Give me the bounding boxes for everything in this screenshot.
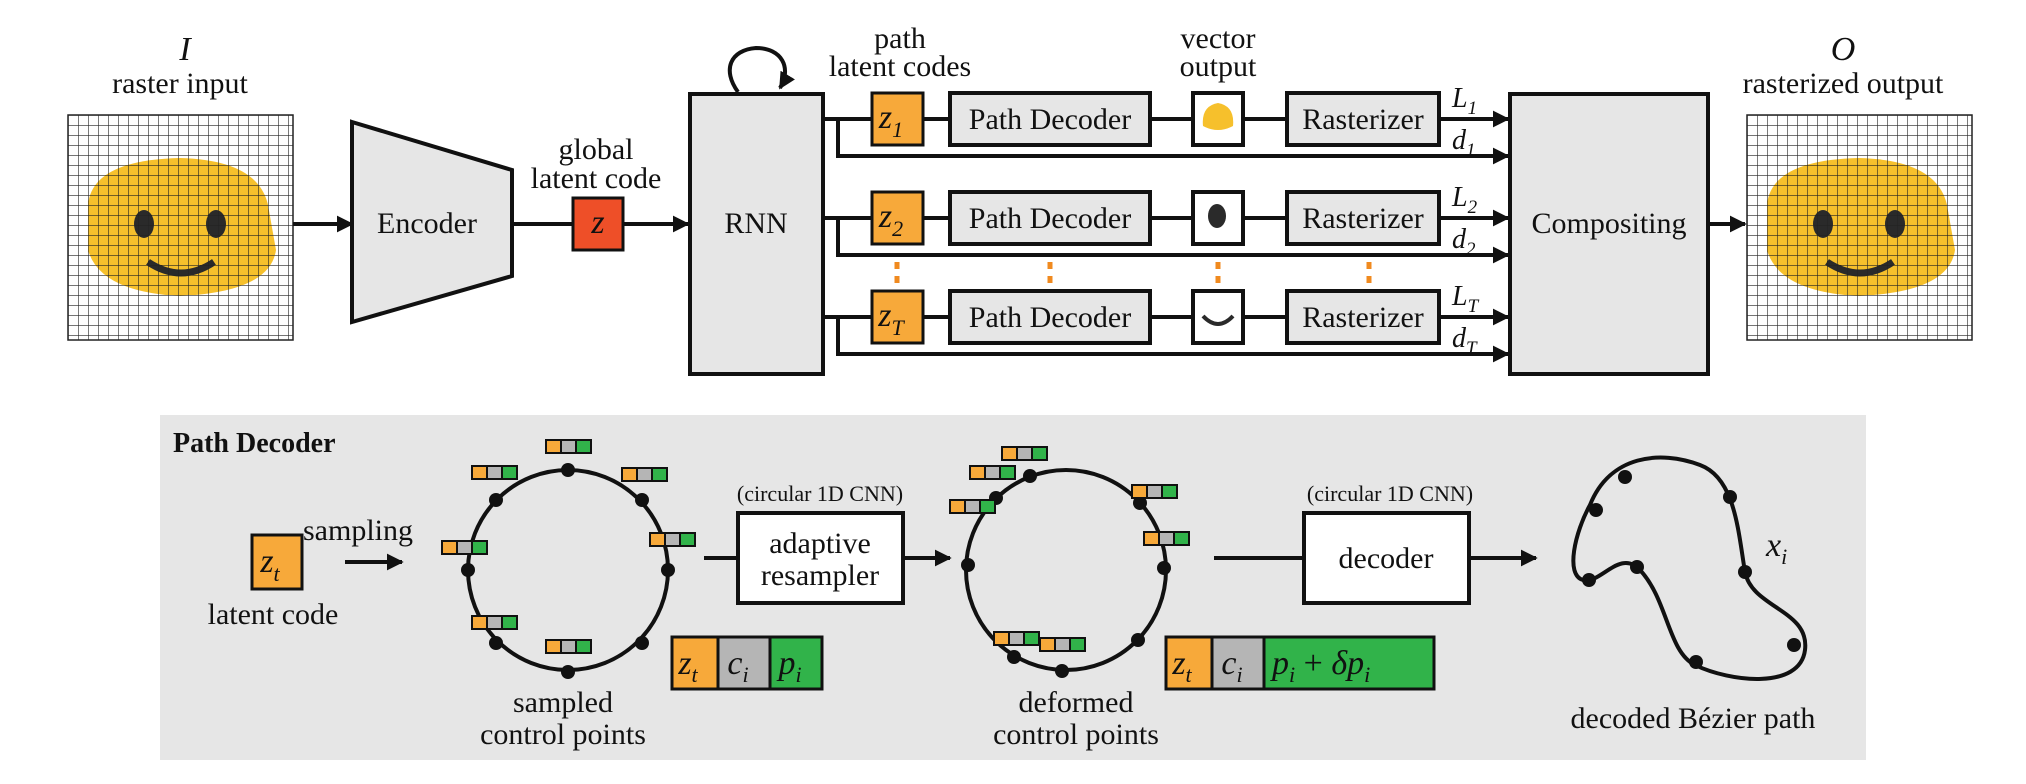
dT-label: dT <box>1452 323 1478 359</box>
rasterizer-label-T: Rasterizer <box>1302 301 1424 334</box>
token1-p: pi <box>776 645 801 687</box>
token2-c: ci <box>1221 645 1242 687</box>
vector-output-line2: output <box>1180 50 1257 83</box>
raster-input: I raster input <box>67 31 294 341</box>
zT-symbol: zT <box>877 297 905 340</box>
path-decoder-label-2: Path Decoder <box>969 202 1131 235</box>
arrow-dT <box>836 317 1510 363</box>
rasterizer-box-1 <box>1285 91 1441 147</box>
latent-code-box <box>250 533 304 591</box>
deformed-line1: deformed <box>1019 686 1134 719</box>
global-latent-line2: latent code <box>531 162 662 195</box>
sampled-line1: sampled <box>513 686 613 719</box>
output-emoji-grid <box>1746 114 1973 341</box>
adaptive-resampler-box <box>736 511 905 605</box>
blob-icon <box>1202 103 1234 130</box>
path-row-2: z2 Path Decoder Rasterizer L2 d2 <box>823 182 1510 264</box>
global-latent-code: global latent code z <box>531 133 662 252</box>
path-label: decoded Bézier path <box>1571 702 1816 735</box>
global-latent-line1: global <box>559 133 634 166</box>
input-emoji-grid <box>67 114 294 341</box>
token-stacks <box>441 439 696 654</box>
vector-shape-box-T <box>1191 289 1245 345</box>
rnn-block: RNN <box>688 45 825 376</box>
deformed-control-points <box>949 446 1190 678</box>
resampler-line2: resampler <box>761 559 879 592</box>
rasterizer-label-2: Rasterizer <box>1302 202 1424 235</box>
path-decoder-panel: Path Decoder zt latent code sampling <box>160 415 1866 760</box>
resampler-line1: adaptive <box>769 527 871 560</box>
compositing-label: Compositing <box>1531 207 1686 240</box>
arrow-d1 <box>836 119 1510 165</box>
token2-z: zt <box>1171 645 1192 687</box>
sampled-line2: control points <box>480 718 646 751</box>
decoded-bezier-path <box>1571 455 1808 681</box>
smile-icon <box>1201 314 1235 326</box>
path-decoder-label-T: Path Decoder <box>969 301 1131 334</box>
sampled-control-points <box>441 439 696 679</box>
LT-label: LT <box>1451 281 1480 317</box>
token2-p-delta: pi + δpi <box>1270 645 1370 687</box>
path-symbol: xi <box>1765 527 1787 569</box>
input-symbol: I <box>178 31 192 68</box>
encoder-label: Encoder <box>377 207 477 240</box>
cnn1-caption: (circular 1D CNN) <box>737 481 903 506</box>
output-symbol: O <box>1831 31 1856 68</box>
path-decoder-label-1: Path Decoder <box>969 103 1131 136</box>
path-row-1: z1 Path Decoder Rasterizer L1 d1 <box>823 83 1510 165</box>
token1-z: zt <box>677 645 698 687</box>
arrow-d2 <box>836 218 1510 264</box>
d2-label: d2 <box>1452 224 1476 260</box>
feature-token-1: zt ci pi <box>670 635 824 691</box>
latent-code-label: latent code <box>208 598 339 631</box>
rasterizer-label-1: Rasterizer <box>1302 103 1424 136</box>
rnn-loop-arrow <box>727 45 795 94</box>
compositing-block: Compositing <box>1508 92 1710 376</box>
L1-label: L1 <box>1451 83 1477 119</box>
d1-label: d1 <box>1452 125 1476 161</box>
decoder-box <box>1302 511 1471 605</box>
output-label: rasterized output <box>1743 67 1944 100</box>
path-latent-line2: latent codes <box>829 50 971 83</box>
input-label: raster input <box>112 67 248 100</box>
L2-label: L2 <box>1451 182 1478 218</box>
rasterized-output: O rasterized output <box>1743 31 1973 341</box>
panel-title: Path Decoder <box>173 428 336 459</box>
token1-c: ci <box>727 645 748 687</box>
decoder-label: decoder <box>1339 542 1434 575</box>
cnn2-caption: (circular 1D CNN) <box>1307 481 1473 506</box>
ellipsis-dots <box>894 262 1372 288</box>
z1-symbol: z1 <box>878 99 903 142</box>
path-latent-line1: path <box>874 22 926 55</box>
feature-token-2: zt ci pi + δpi <box>1164 635 1436 691</box>
rnn-label: RNN <box>724 207 787 240</box>
latent-code-symbol: zt <box>259 543 280 586</box>
path-decoder-box-1 <box>948 91 1152 147</box>
global-latent-symbol: z <box>590 204 604 241</box>
path-decoder-box-2 <box>948 190 1152 246</box>
deformed-line2: control points <box>993 718 1159 751</box>
encoder-block: Encoder <box>350 119 514 325</box>
vector-output-line1: vector <box>1181 22 1256 55</box>
rasterizer-box-T <box>1285 289 1441 345</box>
sampling-label: sampling <box>303 514 413 547</box>
eye-icon <box>1208 204 1226 228</box>
deformed-token-stacks <box>949 446 1190 652</box>
z2-symbol: z2 <box>878 198 903 241</box>
path-row-T: zT Path Decoder Rasterizer LT dT <box>823 281 1510 363</box>
